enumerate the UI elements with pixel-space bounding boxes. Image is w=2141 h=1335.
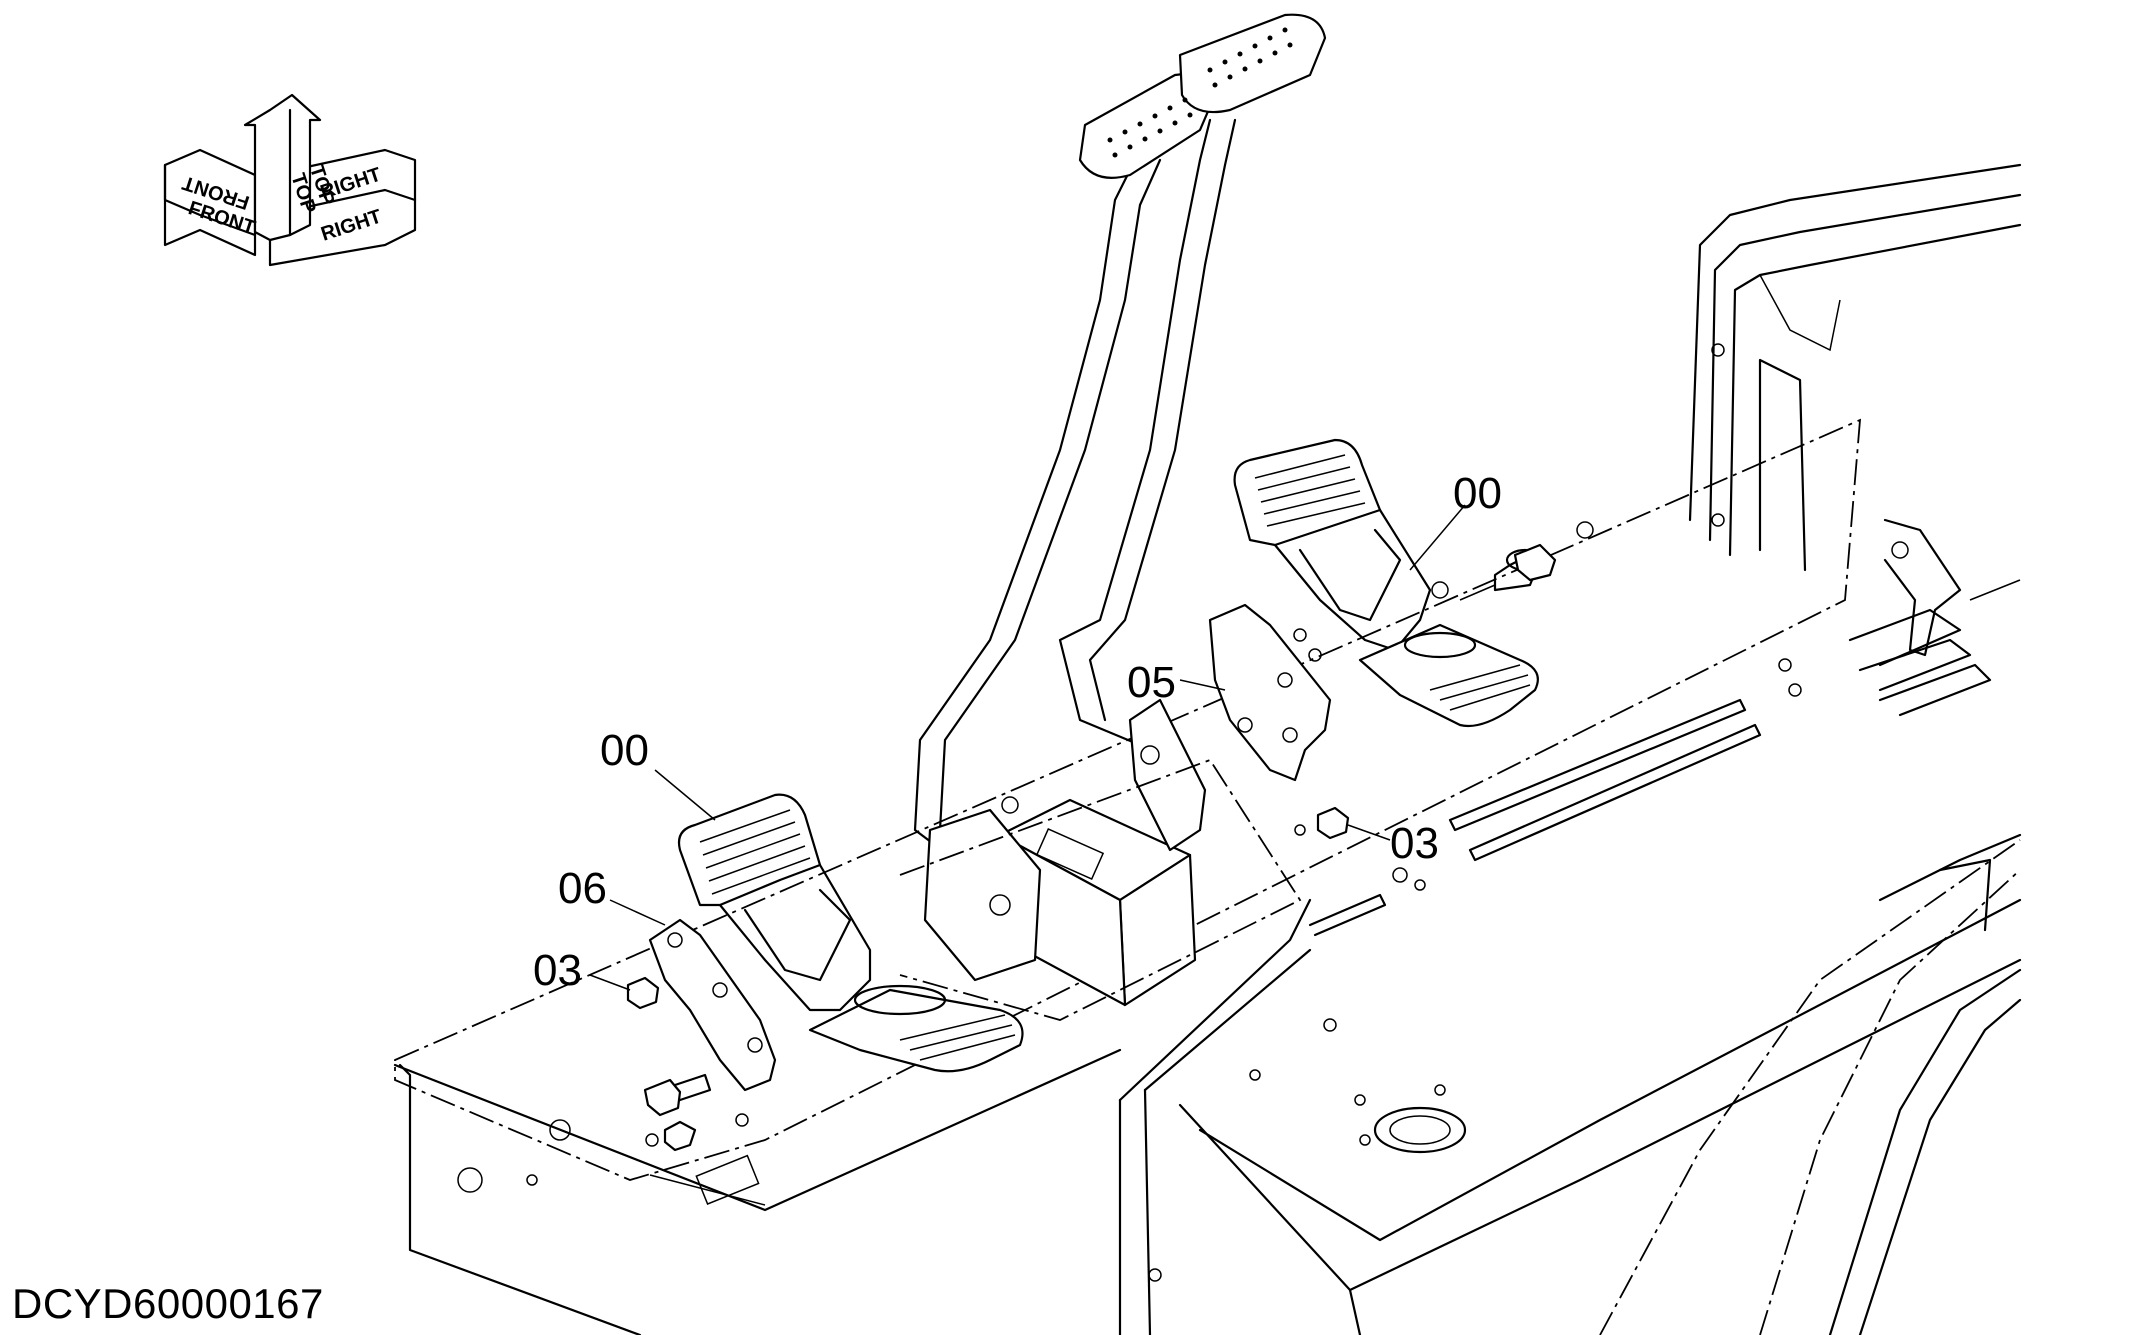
cab-frame [1118,163,2022,1335]
bracket-right [1208,603,1332,782]
leader-lines [589,504,1466,991]
callout-bracket-left: 06 [558,864,607,913]
pedal-left [677,793,1024,1073]
side-bracket [1848,518,2021,717]
nut-right-icon [1316,806,1350,840]
pedal-left-ribs [699,809,811,895]
bracket-left [648,918,777,1092]
nut-left-icon [626,976,660,1010]
bolt-left-icon [643,1078,682,1117]
callout-bracket-right: 05 [1127,658,1176,707]
drawing-id: DCYD60000167 [12,1280,324,1327]
pedal-right-foot-ribs [1429,664,1531,711]
clip-left-icon [663,1120,697,1152]
pedal-left-foot-ribs [899,1014,1016,1061]
travel-levers [913,13,1327,847]
callout-nut-right: 03 [1390,819,1439,868]
callout-pedal-left: 00 [600,726,649,775]
orientation-arrow-icon: FRONT FRONT TOP TOP RIGHT RIGHT [163,93,417,267]
pedal-right-ribs [1254,454,1366,527]
callout-pedal-right: 00 [1453,469,1502,518]
callouts: 00 05 03 00 06 03 [533,469,1502,995]
pilot-valve [899,698,1302,1021]
callout-nut-left: 03 [533,946,582,995]
grip-texture [1107,27,1293,158]
floor-plate [393,418,1862,1335]
floor-slots [1294,521,1802,1032]
fasteners [626,543,1557,1152]
bolt-right-icon [1513,543,1557,582]
